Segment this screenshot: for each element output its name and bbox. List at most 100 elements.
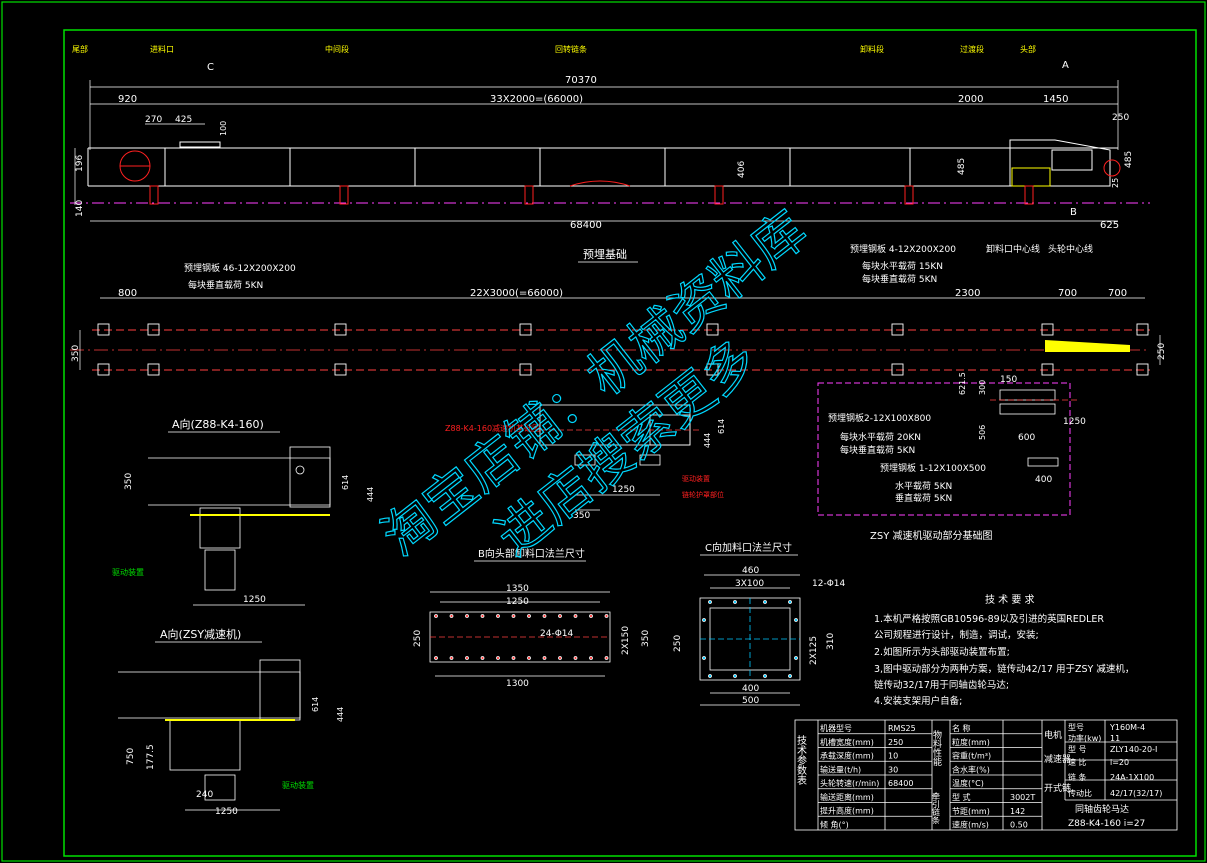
bolt-hole [733, 600, 737, 604]
table-right-label: 传动比 [1068, 788, 1092, 798]
bolt-hole [449, 614, 454, 618]
bolt-hole [573, 656, 578, 660]
zsy-plate1: 预埋钢板2-12X100X800 [828, 412, 931, 424]
bolt-hole [511, 656, 516, 660]
zsy-load2v: 垂直载荷 5KN [895, 492, 952, 504]
table-left-value: 250 [888, 738, 903, 747]
label-chain: 回转链条 [555, 44, 587, 54]
a2-d614: 614 [311, 697, 320, 712]
tech-item-5: 链传动32/17用于同轴齿轮马达; [874, 679, 1009, 691]
foundation-title: 预埋基础 [583, 248, 627, 261]
embedded-plate [97, 323, 110, 336]
b-d1250: 1250 [506, 597, 529, 607]
b-d1350: 1350 [506, 584, 529, 594]
tech-item-2: 公司规程进行设计，制造，调试，安装; [874, 629, 1039, 641]
bolt-hole [496, 656, 500, 660]
dim-140: 140 [75, 200, 85, 217]
c-title: C向加料口法兰尺寸 [705, 541, 792, 554]
elevation-dimensions [74, 80, 1119, 222]
bolt-hole [708, 674, 712, 678]
dim-250b: 250 [1157, 343, 1167, 360]
bolt-hole [708, 600, 712, 604]
b-d1300: 1300 [506, 679, 529, 689]
table-left-label: 输送距离(mm) [820, 792, 874, 802]
table-left-label: 提升高度(mm) [820, 806, 874, 816]
dim-span: 22X3000(=66000) [470, 288, 563, 299]
watermark: 淘宝店铺：机械资料库 进店搜索更多 [371, 200, 819, 569]
mid-d614: 614 [717, 419, 726, 434]
table-left-value: 68400 [888, 779, 913, 788]
table-mat-label: 含水率(%) [952, 764, 990, 774]
bolt-hole [788, 674, 792, 678]
table-left-label: 输送量(t/h) [820, 764, 861, 774]
table-gear-title: 同轴齿轮马达 [1075, 803, 1129, 815]
table-open-side: 开式链 [1044, 782, 1071, 794]
tech-item-1: 1.本机严格按照GB10596-89以及引进的英国REDLER [874, 613, 1104, 625]
table-chain-side: 牵引链条 [932, 791, 941, 824]
dim-total: 70370 [565, 75, 597, 86]
dim-350: 350 [71, 345, 81, 362]
a1-tag: 驱动装置 [112, 567, 144, 577]
table-chain-value: 3002T [1010, 793, 1035, 802]
bolt-hole [527, 614, 531, 618]
tech-item-6: 4.安装支架用户自备; [874, 695, 962, 707]
elevation-supports [149, 185, 1034, 205]
b-flange [429, 591, 611, 677]
elevation-view [87, 139, 1121, 187]
dim-bottom: 68400 [570, 220, 602, 231]
mid-tag2: 链轮护罩部位 [682, 490, 724, 499]
b-d350: 350 [641, 630, 651, 647]
dim-100: 100 [219, 121, 228, 136]
c-d400: 400 [742, 684, 759, 694]
mid-d1250: 1250 [612, 485, 635, 495]
zsy-load2h: 水平载荷 5KN [895, 480, 952, 492]
zsy-d1250: 1250 [1063, 417, 1086, 427]
a2-d1775: 177.5 [146, 744, 156, 770]
b-d250: 250 [413, 630, 423, 647]
bolt-hole [542, 614, 547, 618]
a1-title: A向(Z88-K4-160) [172, 417, 264, 431]
embedded-plate [334, 323, 347, 336]
a2-d1250: 1250 [215, 807, 238, 817]
table-gear-model: Z88-K4-160 i=27 [1068, 819, 1145, 829]
zsy-labels: 预埋钢板2-12X100X800 每块水平载荷 20KN 每块垂直载荷 5KN … [828, 372, 1086, 542]
c-flange [699, 574, 801, 706]
a2-d444: 444 [336, 707, 345, 722]
a2-labels: 614 444 750 177.5 240 1250 驱动装置 [126, 697, 345, 817]
table-mat-label: 粒度(mm) [952, 737, 990, 747]
embedded-plate [891, 323, 904, 336]
tech-requirements: 技 术 要 求 1.本机严格按照GB10596-89以及引进的英国REDLER … [874, 593, 1134, 707]
dim-700a: 700 [1058, 288, 1077, 299]
foundation-labels: 预埋钢板 46-12X200X200 每块垂直载荷 5KN 预埋钢板 4-12X… [71, 243, 1167, 362]
bolt-hole [558, 614, 562, 618]
table-right-label: 型 号 [1068, 745, 1087, 754]
tech-title: 技 术 要 求 [985, 593, 1035, 606]
c-holes: 12-Φ14 [812, 579, 846, 589]
table-mat-label: 容重(t/m³) [952, 751, 991, 761]
support-leg [1024, 185, 1034, 205]
dim-left: 920 [118, 94, 137, 105]
table-chain-value: 0.50 [1010, 821, 1028, 830]
zsy-d621: 621.5 [958, 372, 967, 395]
bolt-hole [465, 656, 469, 660]
table-left-label: 头轮转速(r/min) [820, 778, 879, 788]
label-tail: 尾部 [72, 44, 88, 54]
table-chain-label: 型 式 [952, 792, 971, 802]
bolt-hole [794, 656, 798, 660]
bolt-hole [434, 614, 438, 618]
bolt-hole [449, 656, 454, 660]
bolt-hole [465, 614, 469, 618]
table-right-label: 链 条 [1068, 772, 1087, 782]
table-right-value: 11 [1110, 734, 1120, 743]
table-chain-label: 节距(mm) [952, 807, 990, 816]
embedded-plate [334, 363, 347, 376]
b-labels: 1350 1250 1300 250 2X150 350 24-Φ14 [413, 584, 651, 689]
section-a: A [1062, 60, 1069, 71]
c-labels: 460 3X100 12-Φ14 250 2X125 310 400 500 [673, 566, 846, 706]
table-left-value: 10 [888, 752, 898, 761]
table-mat-label: 温度(°C) [952, 778, 984, 788]
c-d310: 310 [826, 633, 836, 650]
table-right-label: 型号 [1068, 723, 1084, 732]
